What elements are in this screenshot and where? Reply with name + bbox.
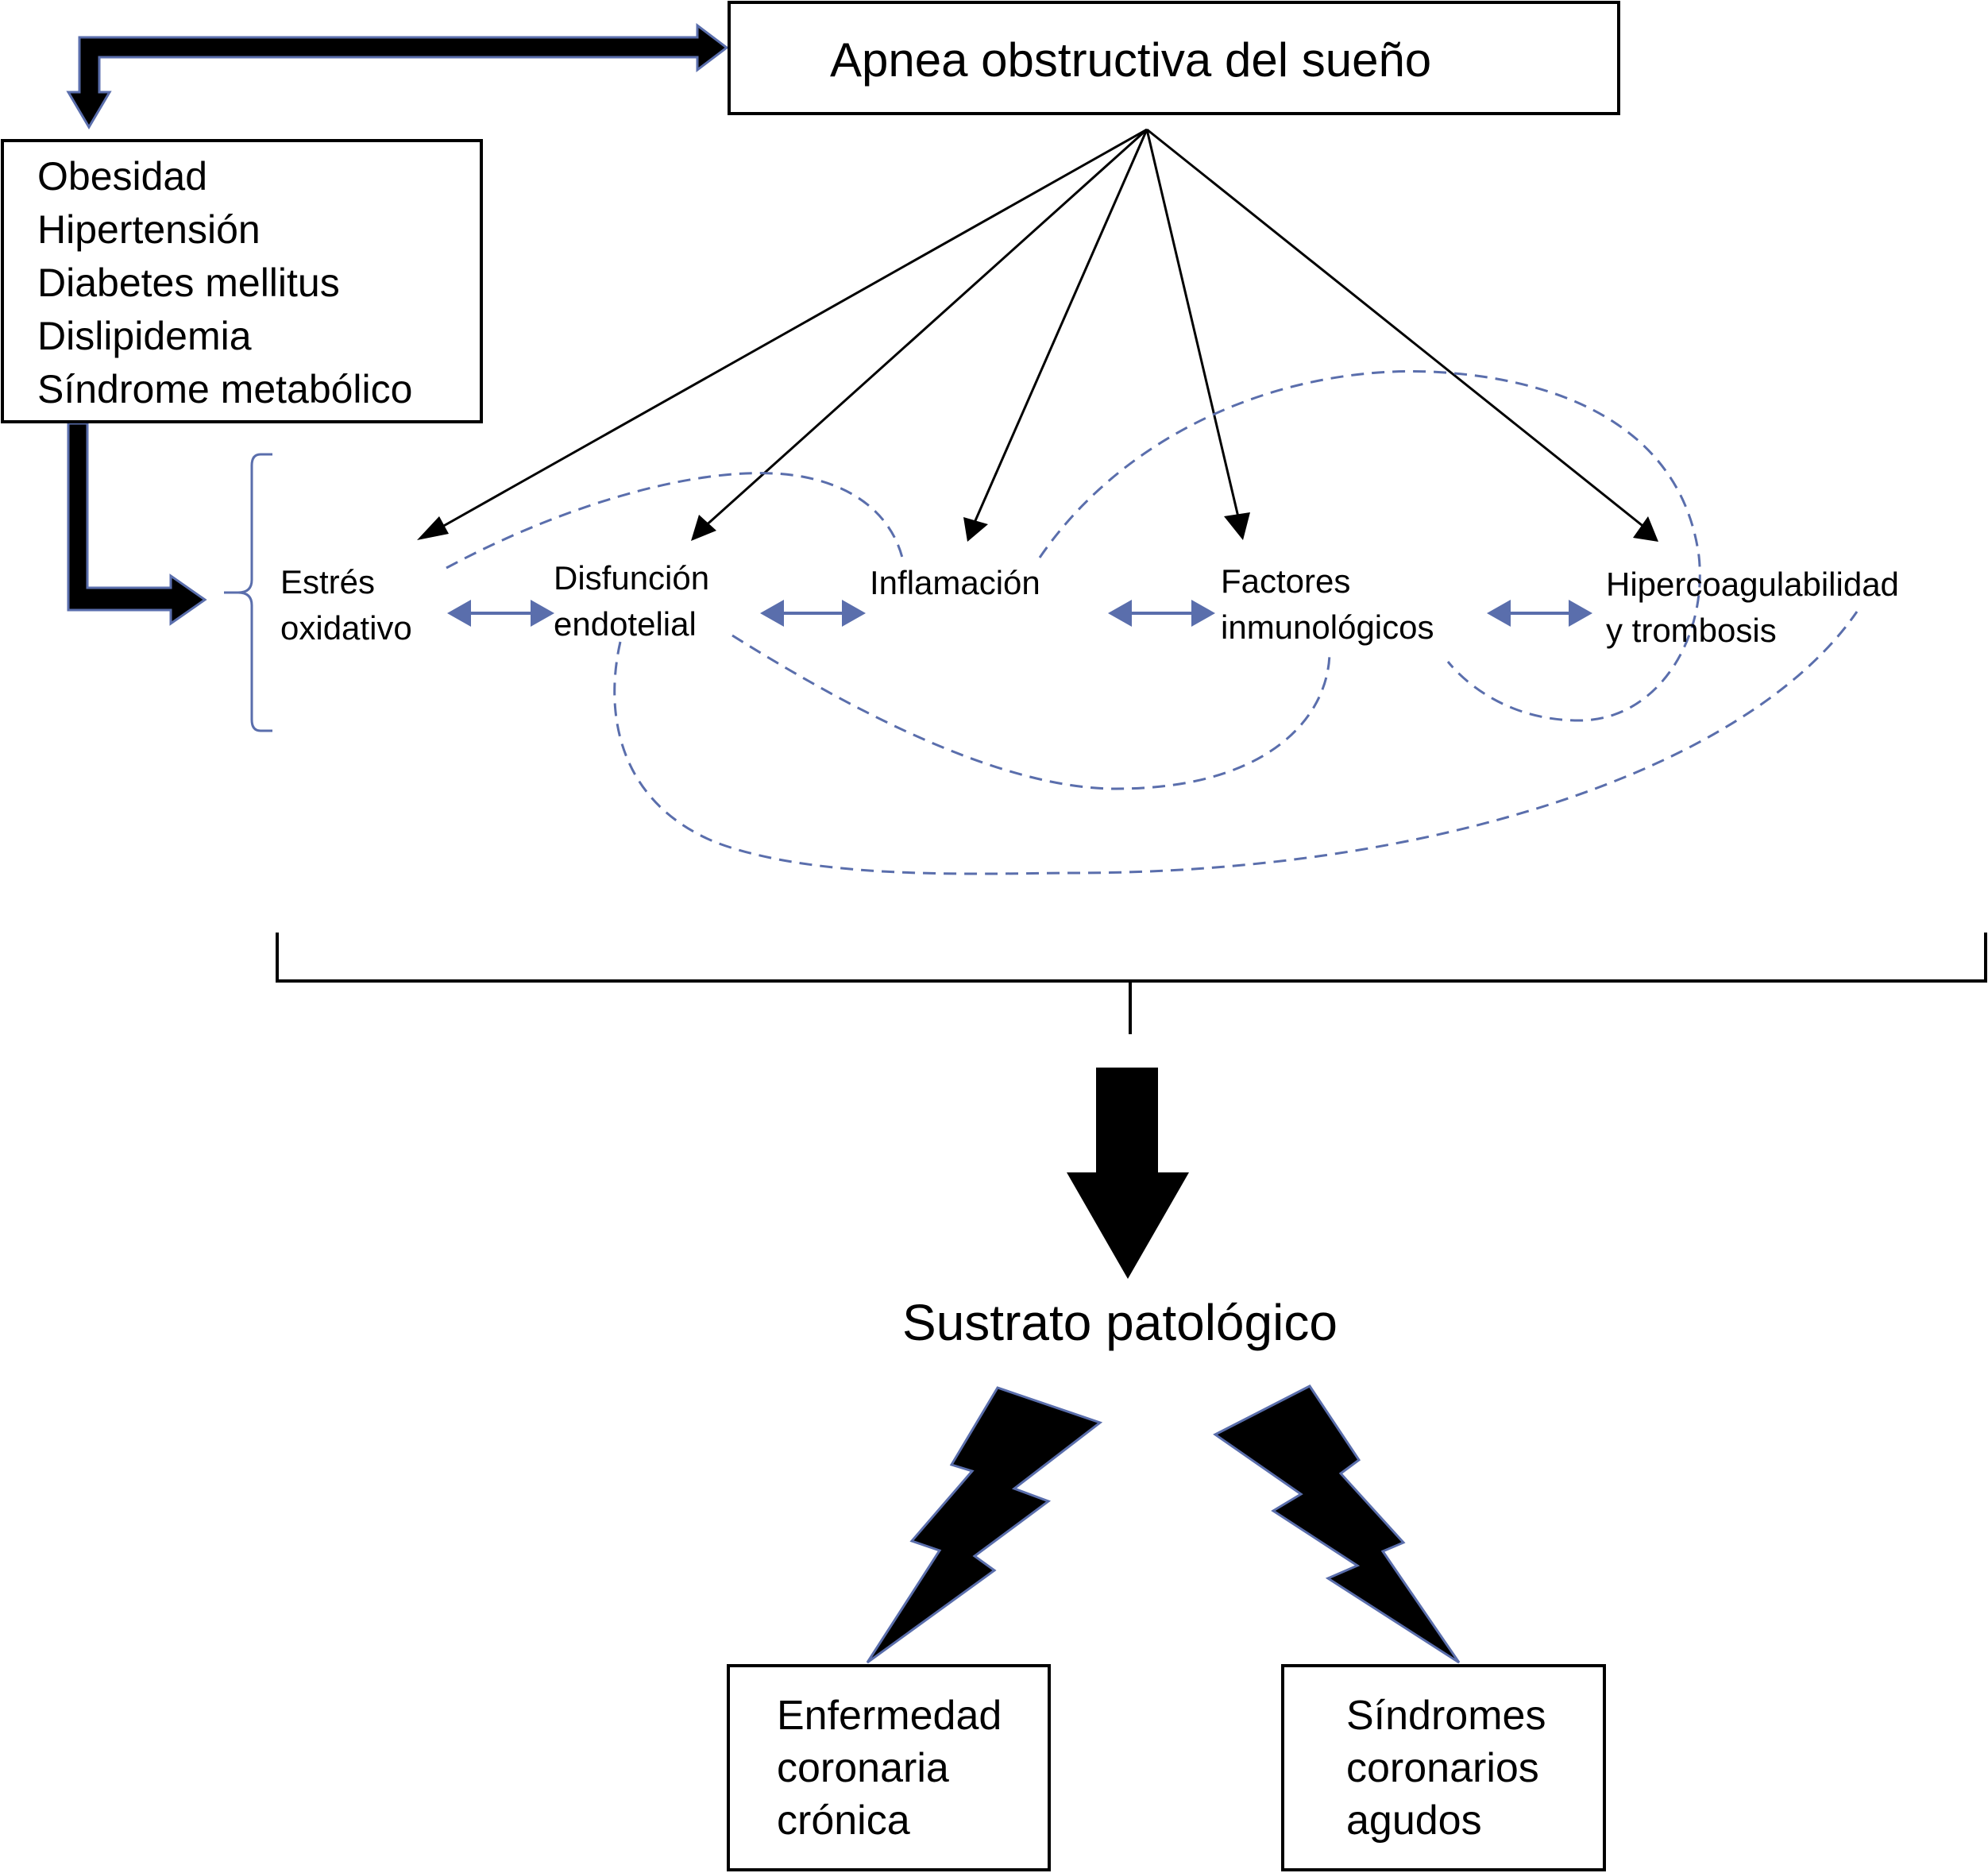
dashed-interaction-curves	[446, 369, 1859, 875]
mechanism-line: Estrés	[280, 563, 376, 601]
title-text: Apnea obstructiva del sueño	[830, 33, 1432, 87]
mechanism-disfuncion: Disfunción endotelial	[554, 555, 709, 647]
lightning-bolt-left	[866, 1386, 1103, 1664]
mechanism-line: Disfunción	[554, 559, 710, 597]
outcome-line: Síndromes	[1346, 1693, 1546, 1739]
risk-to-mechanisms-arrow	[67, 422, 207, 626]
double-arrow-2	[760, 600, 866, 627]
outcome-line: crónica	[777, 1798, 910, 1844]
outcome-box-agudos: Síndromes coronarios agudos	[1281, 1664, 1606, 1871]
arrowhead-estres	[417, 516, 449, 540]
big-down-arrow	[1067, 1068, 1189, 1279]
risk-factor-item: Obesidad	[37, 154, 208, 199]
arrowhead-factores	[1224, 512, 1250, 540]
outcome-text: Síndromes coronarios agudos	[1346, 1690, 1546, 1847]
outcome-line: coronarios	[1346, 1745, 1539, 1791]
arrowhead-hipercoagulabilidad	[1633, 516, 1658, 542]
dashed-curve-disfuncion-factores	[732, 634, 1331, 790]
arrow-to-inflamacion	[972, 129, 1148, 525]
result-label: Sustrato patológico	[902, 1294, 1338, 1351]
mechanism-estres: Estrés oxidativo	[280, 559, 412, 651]
dashed-curve-disfuncion-hipercoagulabilidad	[613, 611, 1859, 875]
arrowhead-disfuncion	[691, 515, 716, 541]
arrow-to-disfuncion	[701, 128, 1148, 530]
mechanism-line: Factores	[1221, 562, 1351, 600]
interaction-arrows	[447, 600, 1592, 627]
dashed-curve-estres-inflamacion	[446, 472, 904, 570]
dashed-curve-inflamacion-hipercoagulabilidad	[1038, 369, 1701, 722]
bidirectional-bent-arrow	[66, 22, 729, 129]
outcome-line: agudos	[1346, 1798, 1482, 1844]
risk-factor-item: Diabetes mellitus	[37, 261, 340, 305]
risk-factors-list: Obesidad Hipertensión Diabetes mellitus …	[37, 150, 412, 416]
mechanism-factores: Factores inmunológicos	[1221, 558, 1434, 651]
summary-bracket	[276, 933, 1987, 1034]
mechanism-line: endotelial	[554, 605, 697, 643]
mechanism-line: Hipercoagulabilidad	[1606, 566, 1899, 603]
mechanism-line: oxidativo	[280, 609, 412, 647]
arrow-to-factores	[1145, 129, 1241, 521]
risk-factor-item: Síndrome metabólico	[37, 367, 413, 411]
outcome-line: Enfermedad	[777, 1693, 1002, 1739]
outcome-text: Enfermedad coronaria crónica	[777, 1690, 1002, 1847]
double-arrow-4	[1487, 600, 1592, 627]
double-arrow-1	[447, 600, 554, 627]
risk-factors-box: Obesidad Hipertensión Diabetes mellitus …	[1, 139, 483, 423]
mechanisms-brace	[224, 453, 272, 732]
double-arrow-3	[1108, 600, 1215, 627]
arrow-to-estres	[434, 128, 1148, 532]
risk-factor-item: Hipertensión	[37, 207, 261, 252]
title-box: Apnea obstructiva del sueño	[728, 1, 1620, 115]
mechanism-line: Inflamación	[870, 564, 1040, 601]
mechanism-hipercoagulabilidad: Hipercoagulabilidad y trombosis	[1606, 562, 1899, 654]
mechanism-line: inmunológicos	[1221, 608, 1434, 646]
risk-factor-item: Dislipidemia	[37, 314, 252, 358]
arrow-to-hipercoagulabilidad	[1146, 128, 1646, 530]
apex-arrows	[417, 128, 1658, 542]
outcome-line: coronaria	[777, 1745, 949, 1791]
outcome-box-cronica: Enfermedad coronaria crónica	[727, 1664, 1051, 1871]
arrowhead-inflamacion	[963, 517, 988, 542]
mechanism-line: y trombosis	[1606, 612, 1777, 649]
lightning-bolt-right	[1213, 1384, 1461, 1664]
mechanism-inflamacion: Inflamación	[870, 560, 1040, 606]
